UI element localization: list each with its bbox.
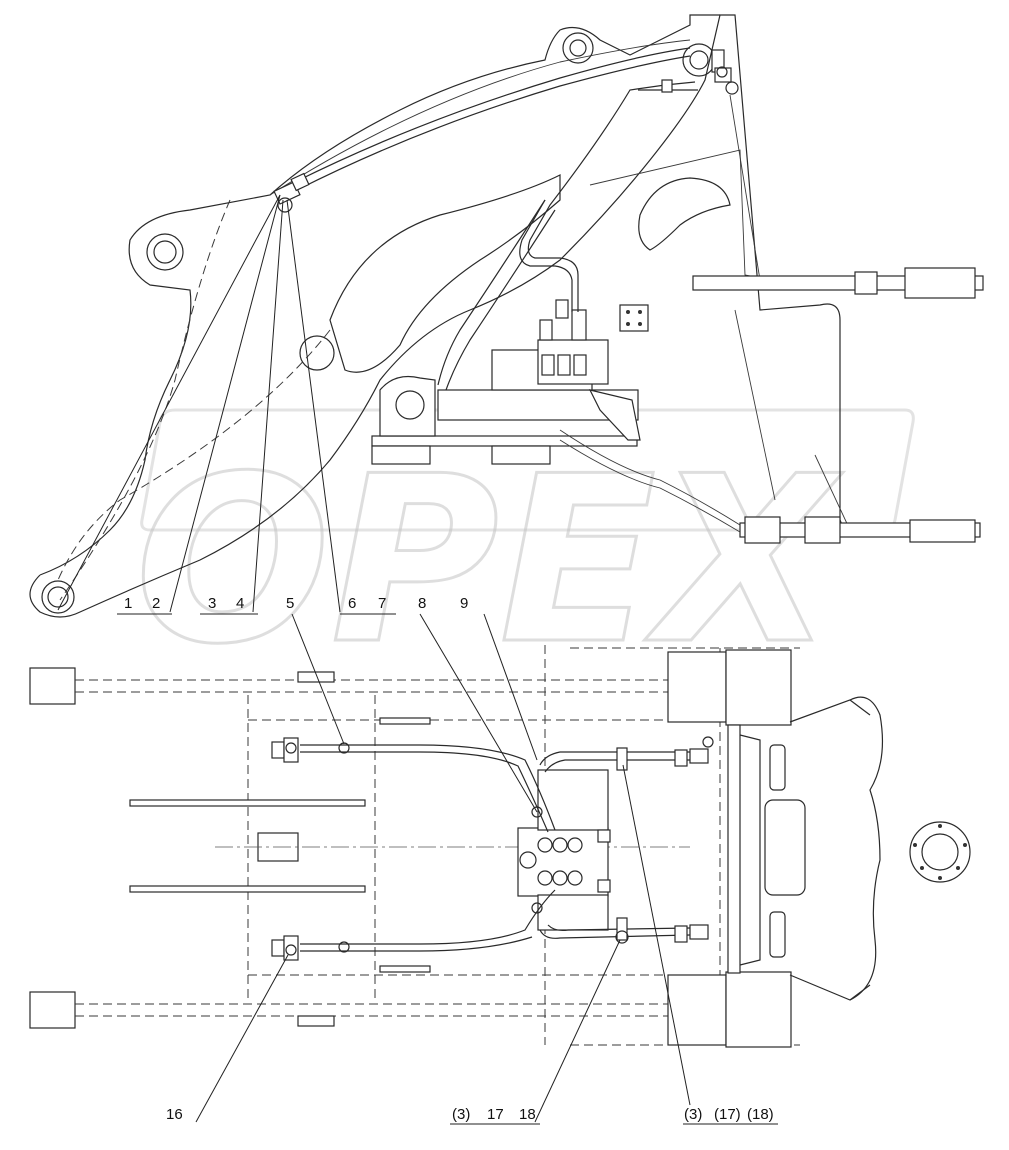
frame-plan-view [29, 645, 971, 1048]
callout-3-ref-right: (3) [684, 1106, 702, 1123]
callout-1: 1 [124, 595, 132, 612]
callout-17: 17 [487, 1106, 504, 1123]
callout-2: 2 [152, 595, 160, 612]
boom-side-view [29, 14, 984, 618]
callout-17-ref: (17) [714, 1106, 741, 1123]
callout-9: 9 [460, 595, 468, 612]
callout-6: 6 [348, 595, 356, 612]
callout-labels: 1 2 3 4 5 6 7 8 9 16 (3) 17 18 (3) (17) … [124, 595, 774, 1123]
callout-18: 18 [519, 1106, 536, 1123]
callout-5: 5 [286, 595, 294, 612]
callout-3-ref-left: (3) [452, 1106, 470, 1123]
callout-3: 3 [208, 595, 216, 612]
callout-16: 16 [166, 1106, 183, 1123]
callout-4: 4 [236, 595, 244, 612]
leader-lines [57, 194, 778, 1125]
callout-8: 8 [418, 595, 426, 612]
callout-7: 7 [378, 595, 386, 612]
callout-18-ref: (18) [747, 1106, 774, 1123]
